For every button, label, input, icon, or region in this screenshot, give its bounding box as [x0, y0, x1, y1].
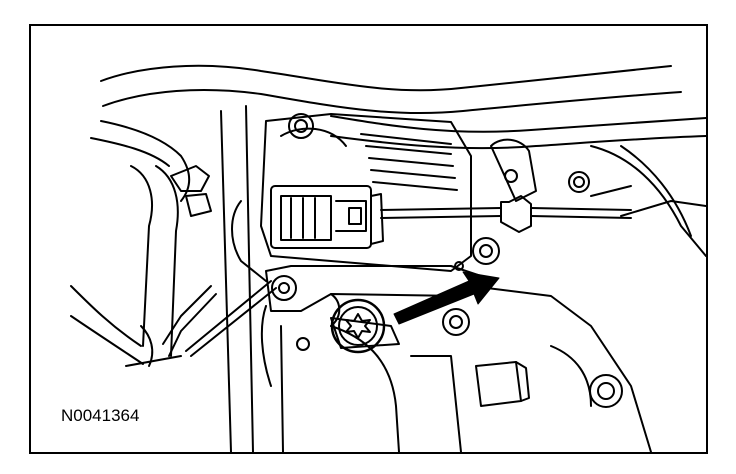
bolt-bracket-left [271, 275, 297, 301]
bolts [271, 113, 623, 408]
bolt-small-mid [454, 261, 464, 271]
illustration-frame: N0041364 [29, 24, 708, 454]
lower-sensor-block [475, 361, 530, 407]
lower-bracket [162, 265, 484, 387]
bolt-lower-right [589, 374, 623, 408]
sensor-housing [260, 113, 537, 272]
torx-fastener [330, 298, 386, 354]
callout-arrow [393, 271, 500, 325]
electrical-connector [231, 185, 384, 282]
bolt-small-left [296, 337, 310, 351]
upper-hoses [100, 64, 706, 257]
bolt-top-left [288, 113, 314, 139]
bolt-far-right [568, 171, 590, 193]
left-harness [70, 120, 212, 367]
bolt-right-upper [472, 237, 500, 265]
bolt-center-right [442, 308, 470, 336]
engine-block-edges [220, 105, 706, 452]
engine-component-illustration [70, 64, 706, 452]
bolt-small-top [504, 169, 518, 183]
leader-line [185, 280, 277, 357]
linkage-rod [380, 195, 632, 233]
figure-reference-id: N0041364 [59, 406, 142, 426]
